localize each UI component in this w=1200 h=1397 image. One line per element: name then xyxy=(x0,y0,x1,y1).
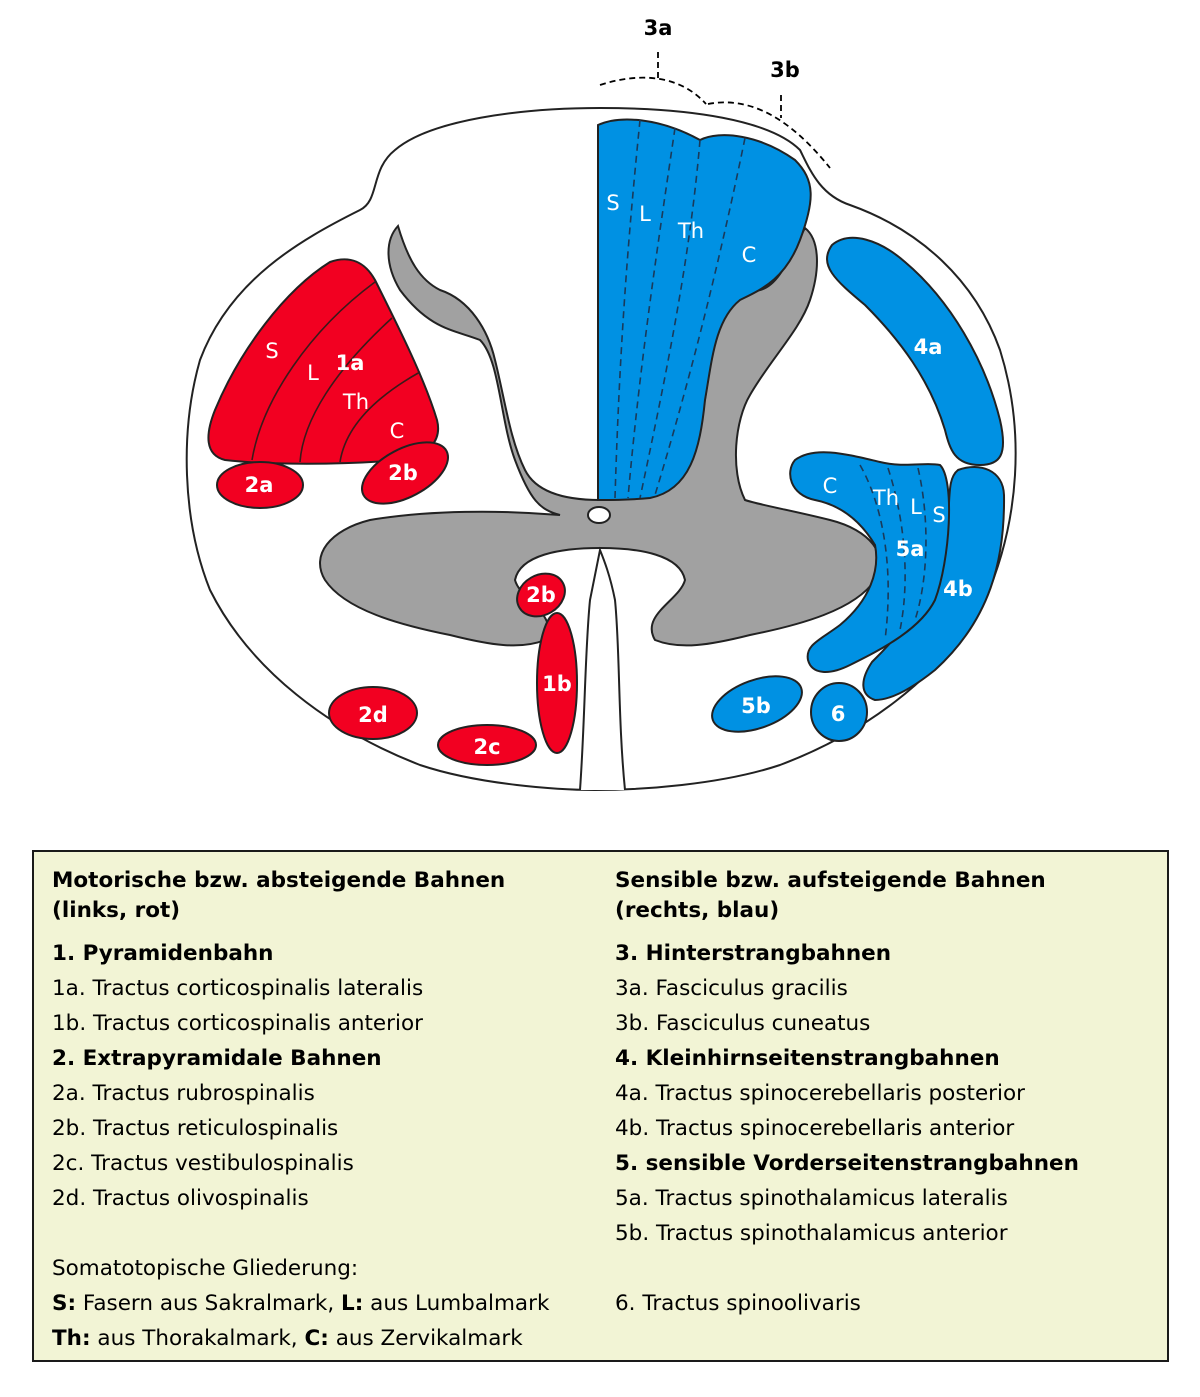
label-2b-lateral: 2b xyxy=(388,461,418,485)
legend-somatotopy-line1: S: Fasern aus Sakralmark, L: aus Lumbalm… xyxy=(52,1286,592,1321)
label-6: 6 xyxy=(831,702,846,726)
label-1a-C: C xyxy=(390,419,405,443)
legend-motor-heading: Motorische bzw. absteigende Bahnen (link… xyxy=(52,866,592,926)
label-3b: 3b xyxy=(770,58,800,82)
label-4b: 4b xyxy=(943,577,973,601)
legend-group-2-title: 2. Extrapyramidale Bahnen xyxy=(52,1046,382,1071)
legend-spacer-right xyxy=(615,1251,1155,1286)
label-1b: 1b xyxy=(542,672,572,696)
spinal-cord-cross-section: 3a 3b 1a S L Th C 1b 2a 2b 2b 2c 2d S L … xyxy=(185,16,1017,792)
legend-sensory-heading-line2: (rechts, blau) xyxy=(615,898,780,923)
soma-key-C: C: xyxy=(304,1326,329,1351)
label-3-S: S xyxy=(606,191,619,215)
legend-item-2c: 2c. Tractus vestibulospinalis xyxy=(52,1151,354,1176)
legend-spacer xyxy=(52,1216,592,1251)
soma-key-S: S: xyxy=(52,1291,77,1316)
legend-item-2a: 2a. Tractus rubrospinalis xyxy=(52,1081,315,1106)
legend-group-1-title: 1. Pyramidenbahn xyxy=(52,941,274,966)
legend-item-2d: 2d. Tractus olivospinalis xyxy=(52,1186,309,1211)
tract-3-subdivisions xyxy=(614,119,746,499)
legend-somatotopy-line2: Th: aus Thorakalmark, C: aus Zervikalmar… xyxy=(52,1321,592,1356)
label-2a: 2a xyxy=(245,473,274,497)
label-5a-Th: Th xyxy=(872,486,899,510)
soma-key-Th: Th: xyxy=(52,1326,91,1351)
tract-3-hinterstrang xyxy=(597,118,812,502)
tract-3-brackets xyxy=(599,52,831,169)
legend-item-5a: 5a. Tractus spinothalamicus lateralis xyxy=(615,1186,1008,1211)
legend-item-1a: 1a. Tractus corticospinalis lateralis xyxy=(52,976,424,1001)
label-5a-L: L xyxy=(910,495,922,519)
label-3a: 3a xyxy=(644,16,673,40)
label-2c: 2c xyxy=(473,735,500,759)
tract-5a xyxy=(789,451,951,673)
legend-item-1b: 1b. Tractus corticospinalis anterior xyxy=(52,1011,423,1036)
label-2b-medial: 2b xyxy=(526,583,556,607)
soma-text-C: aus Zervikalmark xyxy=(328,1326,523,1351)
legend-item-2b: 2b. Tractus reticulospinalis xyxy=(52,1116,339,1141)
label-1a-Th: Th xyxy=(342,390,369,414)
legend-item-5b: 5b. Tractus spinothalamicus anterior xyxy=(615,1221,1008,1246)
tract-2b-medial xyxy=(516,572,566,618)
label-1a-S: S xyxy=(265,339,278,363)
tract-2c xyxy=(437,724,537,766)
tract-6 xyxy=(810,682,868,742)
legend-motor-column: Motorische bzw. absteigende Bahnen (link… xyxy=(52,866,592,1356)
tract-5b xyxy=(711,675,803,733)
tract-2d xyxy=(328,686,418,740)
legend-item-4a: 4a. Tractus spinocerebellaris posterior xyxy=(615,1081,1025,1106)
legend-item-4b: 4b. Tractus spinocerebellaris anterior xyxy=(615,1116,1015,1141)
tract-1a-subdivisions xyxy=(251,281,421,463)
legend-sensory-column: Sensible bzw. aufsteigende Bahnen (recht… xyxy=(615,866,1155,1321)
tract-2b-lateral xyxy=(360,441,450,505)
central-canal xyxy=(587,506,611,524)
label-1a: 1a xyxy=(336,351,365,375)
label-5a: 5a xyxy=(896,537,925,561)
legend-motor-heading-line1: Motorische bzw. absteigende Bahnen xyxy=(52,868,506,893)
legend-item-6: 6. Tractus spinoolivaris xyxy=(615,1291,861,1316)
legend-group-5-title: 5. sensible Vorderseitenstrangbahnen xyxy=(615,1151,1079,1176)
label-4a: 4a xyxy=(914,335,943,359)
tract-4a xyxy=(826,236,1005,467)
label-3-C: C xyxy=(742,243,757,267)
legend-group-4-title: 4. Kleinhirnseitenstrangbahnen xyxy=(615,1046,1000,1071)
label-5a-C: C xyxy=(823,474,838,498)
label-3-L: L xyxy=(639,202,651,226)
label-1a-L: L xyxy=(307,361,319,385)
soma-text-Th: aus Thorakalmark, xyxy=(90,1326,305,1351)
tract-5a-subdivisions xyxy=(859,464,927,641)
legend-box: Motorische bzw. absteigende Bahnen (link… xyxy=(32,850,1169,1362)
legend-sensory-heading-line1: Sensible bzw. aufsteigende Bahnen xyxy=(615,868,1046,893)
label-5b: 5b xyxy=(741,694,771,718)
label-2d: 2d xyxy=(358,703,388,727)
soma-key-L: L: xyxy=(341,1291,364,1316)
legend-group-3-title: 3. Hinterstrangbahnen xyxy=(615,941,892,966)
anterior-median-fissure xyxy=(579,546,626,791)
legend-sensory-heading: Sensible bzw. aufsteigende Bahnen (recht… xyxy=(615,866,1155,926)
tract-2a xyxy=(216,461,304,509)
tract-1b xyxy=(536,612,578,754)
label-5a-S: S xyxy=(932,503,945,527)
soma-text-S: Fasern aus Sakralmark, xyxy=(76,1291,342,1316)
legend-motor-heading-line2: (links, rot) xyxy=(52,898,181,923)
legend-item-3b: 3b. Fasciculus cuneatus xyxy=(615,1011,871,1036)
legend-item-3a: 3a. Fasciculus gracilis xyxy=(615,976,848,1001)
legend-somatotopy-title: Somatotopische Gliederung: xyxy=(52,1256,359,1281)
soma-text-L: aus Lumbalmark xyxy=(363,1291,550,1316)
label-3-Th: Th xyxy=(677,219,704,243)
